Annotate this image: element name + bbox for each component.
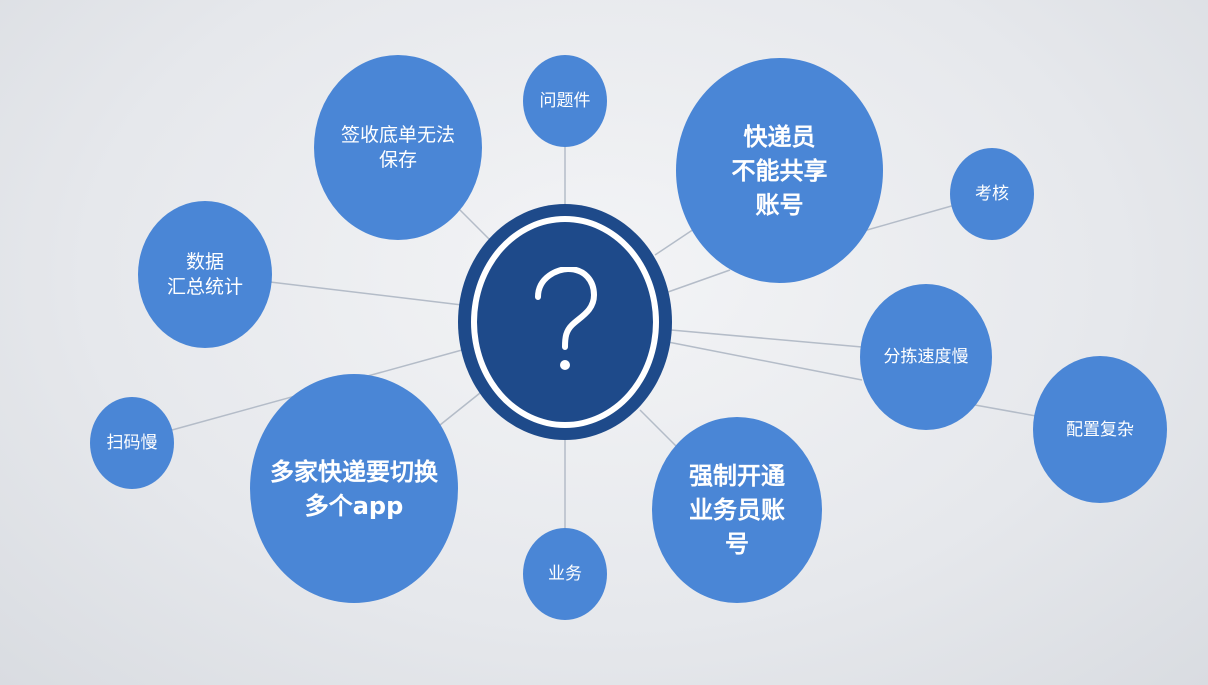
- node-assessment-label: 考核: [975, 184, 1009, 204]
- node-sign-receipt: 签收底单无法 保存: [314, 55, 482, 240]
- node-config: 配置复杂: [1033, 356, 1167, 503]
- node-statistics: 数据 汇总统计: [138, 201, 272, 348]
- node-multi-app-label: 多家快递要切换 多个app: [270, 457, 438, 520]
- node-statistics-label: 数据 汇总统计: [166, 250, 243, 298]
- node-sign-receipt-label: 签收底单无法 保存: [340, 123, 455, 171]
- node-forced-account: 强制开通 业务员账 号: [652, 417, 822, 603]
- node-sorting: 分拣速度慢: [860, 284, 992, 430]
- node-sorting-label: 分拣速度慢: [883, 347, 969, 367]
- node-courier-account: 快递员 不能共享 账号: [676, 58, 883, 283]
- node-forced-account-label: 强制开通 业务员账 号: [689, 462, 785, 558]
- center-ring: [471, 216, 659, 428]
- node-config-label: 配置复杂: [1066, 419, 1134, 440]
- node-business-label: 业务: [548, 564, 582, 584]
- connector-forced-account: [639, 409, 681, 451]
- connector-courier-account-2: [667, 269, 731, 293]
- connector-sorting: [670, 329, 863, 348]
- center-node: [458, 204, 672, 440]
- connector-config-2: [974, 404, 1037, 417]
- node-courier-account-label: 快递员 不能共享 账号: [731, 122, 828, 219]
- connector-statistics: [269, 281, 463, 306]
- node-scan: 扫码慢: [90, 397, 174, 489]
- connector-config: [667, 341, 863, 381]
- connector-multi-app: [439, 392, 481, 426]
- node-scan-label: 扫码慢: [106, 433, 158, 453]
- node-problem-item: 问题件: [523, 55, 607, 147]
- node-multi-app: 多家快递要切换 多个app: [250, 374, 458, 603]
- node-business: 业务: [523, 528, 607, 620]
- connector-assessment: [859, 204, 956, 233]
- node-assessment: 考核: [950, 148, 1034, 240]
- node-problem-item-label: 问题件: [539, 91, 591, 111]
- question-mark-icon: [535, 267, 598, 370]
